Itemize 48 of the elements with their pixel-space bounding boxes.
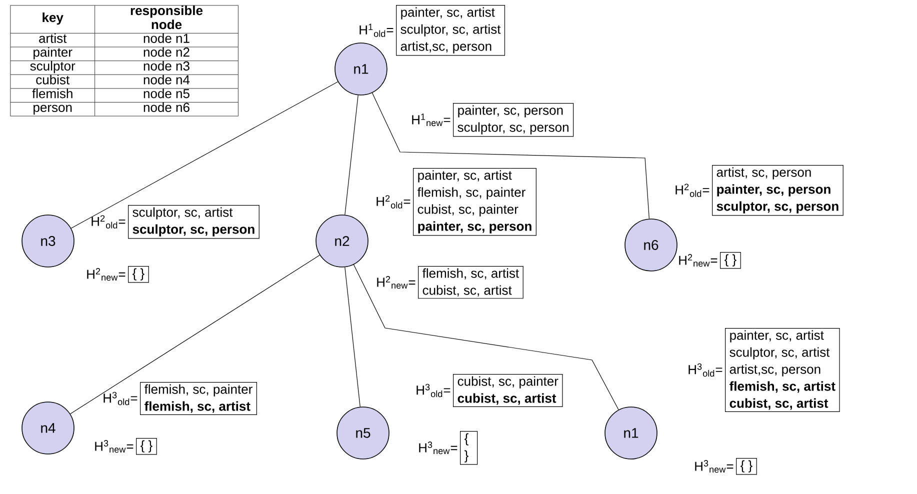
label: node n1: [144, 33, 190, 43]
set-label: H$^{3}$$_{old}$=: [416, 384, 450, 398]
label: painter: [34, 47, 72, 60]
set-label: H$^{3}$$_{new}$=: [419, 442, 458, 454]
link-line: [344, 94, 358, 216]
label: cubist: [36, 74, 70, 84]
set-label: H$^{2}$$_{old}$=: [92, 215, 126, 228]
set-box: flemish, sc, artist cubist, sc, artist: [418, 266, 524, 299]
link-line: [70, 81, 338, 229]
set-box: { }: [720, 252, 741, 269]
set-label: H$^{3}$$_{new}$=: [695, 460, 734, 473]
set-box: painter, sc, person sculptor, sc, person: [453, 103, 574, 137]
label: artist: [39, 33, 67, 43]
set-box: flemish, sc, painter flemish, sc, artist: [140, 382, 257, 416]
set-box: { }: [736, 458, 757, 475]
key-table: key responsible node artist node n1 painter node n2 sculptor node n3 cubist node n4 flemish node n5 person node n6: [10, 5, 239, 116]
label: node n3: [144, 61, 190, 71]
set-label: H$^{2}$$_{old}$=: [676, 184, 710, 197]
set-box: artist, sc, person painter, sc, person sculptor, sc, person: [712, 165, 844, 216]
label: node n4: [144, 74, 190, 84]
set-label: H$^{1}$$_{new}$=: [412, 114, 450, 126]
set-box: painter, sc, artist sculptor, sc, artist artist,sc, person flemish, sc, artist cubist, sc, artist: [725, 328, 840, 412]
set-box: { }: [128, 266, 149, 283]
label: sculptor: [30, 61, 76, 74]
set-box: { }: [136, 438, 157, 455]
set-label: H$^{2}$$_{old}$=: [376, 195, 410, 208]
set-box: painter, sc, artist flemish, sc, painter cubist, sc, painter painter, sc, person: [413, 168, 536, 236]
set-label: H$^{1}$$_{old}$=: [360, 24, 394, 37]
link-line: [344, 266, 360, 408]
set-label: H$^{3}$$_{old}$=: [688, 363, 722, 377]
link-line: [353, 264, 619, 410]
set-label: H$^{3}$$_{old}$=: [104, 392, 138, 406]
link-line: [372, 92, 650, 219]
set-box: { }: [460, 431, 478, 465]
set-label: H$^{3}$$_{new}$=: [95, 440, 134, 453]
set-box: cubist, sc, painter cubist, sc, artist: [453, 374, 563, 408]
set-box: painter, sc, artist sculptor, sc, artist artist,sc, person: [396, 5, 506, 56]
label: node n2: [144, 47, 190, 57]
label: node n5: [144, 88, 190, 98]
label: key: [42, 12, 64, 25]
link-line: [70, 254, 320, 414]
set-box: sculptor, sc, artist sculptor, sc, person: [128, 205, 260, 239]
set-label: H$^{2}$$_{new}$=: [377, 276, 416, 289]
label: node n6: [144, 102, 190, 112]
label: flemish: [32, 88, 72, 98]
label: person: [34, 104, 72, 115]
set-label: H$^{2}$$_{new}$=: [87, 268, 126, 281]
set-label: H$^{2}$$_{new}$=: [679, 254, 718, 267]
